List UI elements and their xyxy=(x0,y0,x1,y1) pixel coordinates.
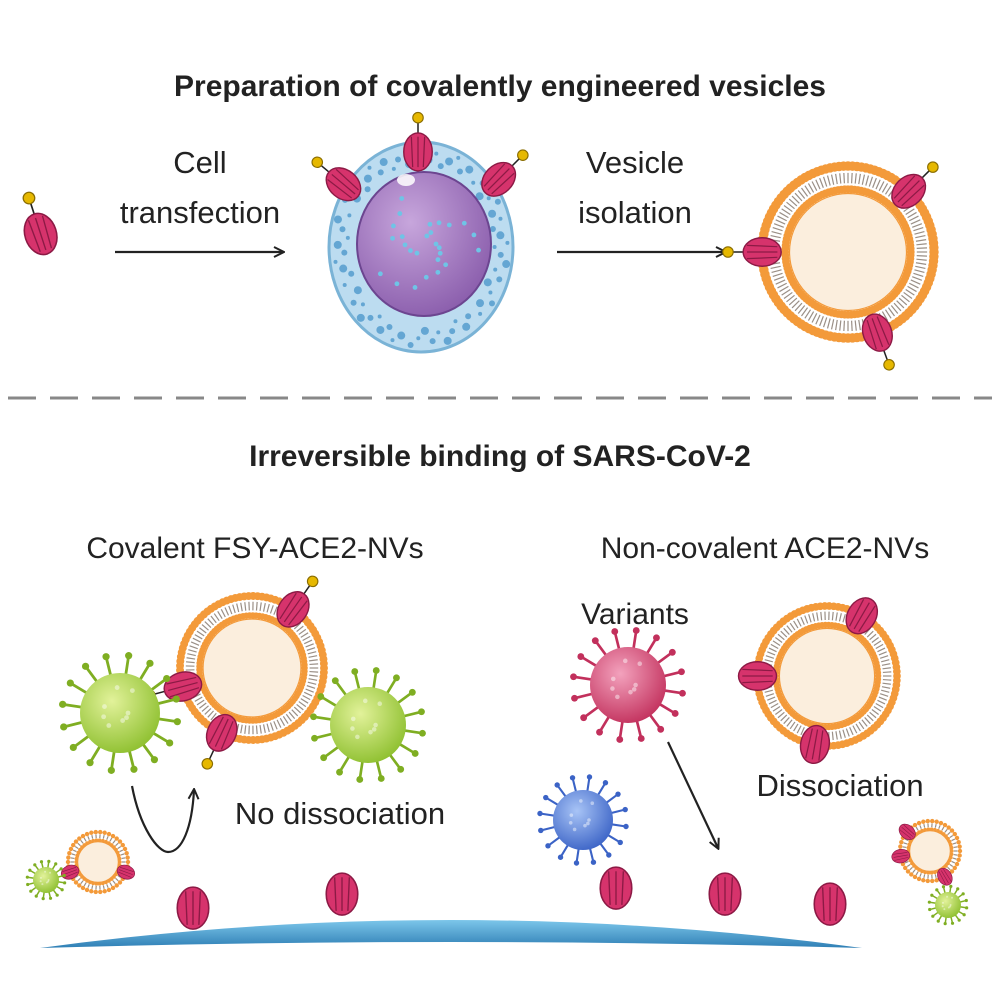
fsy-ace2-receptor-icon xyxy=(201,713,238,770)
noncovalent-heading: Non-covalent ACE2-NVs xyxy=(600,532,930,565)
virus-green-left xyxy=(59,652,181,774)
cell-membrane-surface xyxy=(40,920,862,948)
covalent-heading: Covalent FSY-ACE2-NVs xyxy=(86,532,424,565)
fsy-ace2-receptor-icon xyxy=(861,313,895,371)
fsy-ace2-receptor-icon xyxy=(891,161,939,209)
fsy-ace2-receptor-icon xyxy=(311,156,362,202)
ace2-receptor-icon xyxy=(937,867,953,886)
ace2-receptor-icon xyxy=(176,886,210,930)
virus-small-green-left xyxy=(25,859,67,901)
step2-label-line2: isolation xyxy=(578,195,692,230)
no-dissociation-label: No dissociation xyxy=(234,796,446,831)
ace2-receptor-icon xyxy=(599,866,633,910)
fsy-ace2-receptor-icon xyxy=(22,191,58,256)
step1-label-line1: Cell xyxy=(173,145,227,180)
section1-title: Preparation of covalently engineered ves… xyxy=(174,70,826,103)
dissociation-label: Dissociation xyxy=(756,768,924,803)
ace2-receptor-icon xyxy=(708,872,742,916)
step2-label-line1: Vesicle xyxy=(585,145,685,180)
free-ace2-receptor xyxy=(22,191,58,256)
variants-label: Variants xyxy=(581,598,689,631)
ace2-receptor-icon xyxy=(116,864,136,880)
cell-nucleus xyxy=(356,171,492,317)
small-vesicle-left xyxy=(60,829,136,895)
virus-red-variant xyxy=(570,627,686,743)
small-vesicle-right xyxy=(891,818,963,886)
ace2-receptor-icon xyxy=(799,724,831,765)
fsy-ace2-receptor-icon xyxy=(403,111,433,172)
fsy-ace2-receptor-icon xyxy=(722,237,782,267)
fsy-ace2-receptor-icon xyxy=(276,575,319,628)
covalent-vesicle xyxy=(144,575,328,770)
ace2-receptor-icon xyxy=(325,872,359,916)
no-dissociation-arrow xyxy=(130,785,194,854)
arrow-variant-binding xyxy=(667,741,718,848)
engineered-vesicle xyxy=(722,161,939,371)
fsy-ace2-receptor-icon xyxy=(481,149,529,197)
ace2-receptor-icon xyxy=(813,882,847,926)
virus-small-green-right xyxy=(927,884,969,926)
section2-title: Irreversible binding of SARS-CoV-2 xyxy=(249,440,751,473)
ace2-receptor-icon xyxy=(845,597,879,635)
ace2-receptor-icon xyxy=(891,848,911,864)
virus-green-right xyxy=(310,667,426,783)
ace2-receptor-icon xyxy=(898,823,916,841)
virus-blue-variant xyxy=(537,774,629,866)
step1-label-line2: transfection xyxy=(119,195,281,230)
noncovalent-vesicle xyxy=(737,597,901,765)
ace2-receptor-icon xyxy=(737,661,778,691)
